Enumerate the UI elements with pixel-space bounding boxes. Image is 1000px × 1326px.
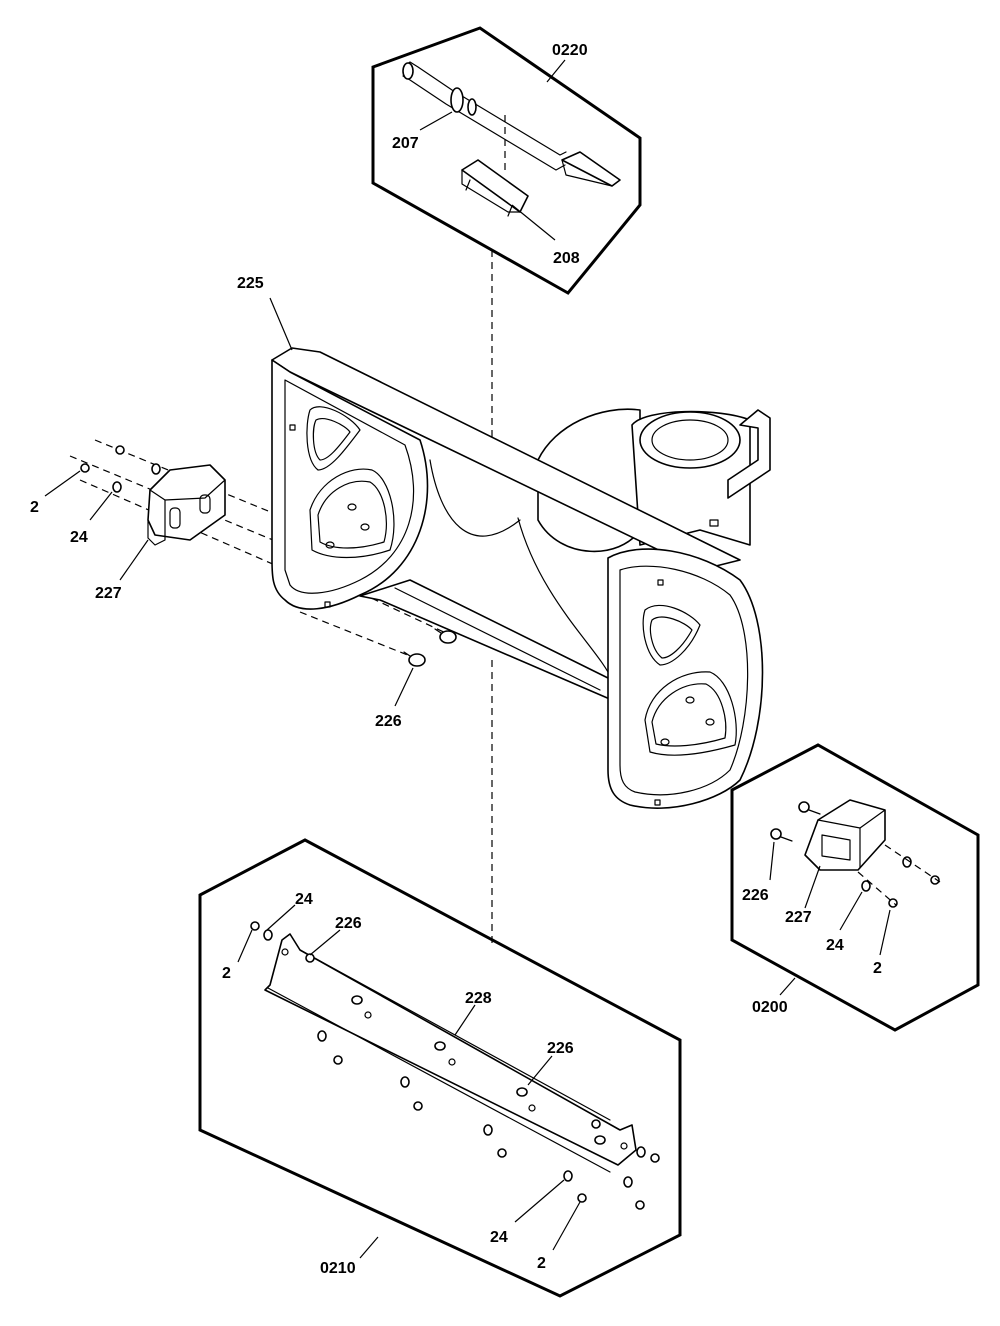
callout-labels: 0220 207 208 225 2 24 227 226 226 227 24… [30, 42, 882, 1277]
callout-207: 207 [392, 135, 419, 152]
callout-2-left: 2 [30, 499, 39, 516]
kit-0210-box [198, 838, 682, 1298]
callout-24-left: 24 [70, 529, 88, 546]
callout-226-kit0210-top: 226 [335, 915, 362, 932]
callout-2-kit0210-top: 2 [222, 965, 231, 982]
callout-kit-0200: 0200 [752, 999, 788, 1016]
callout-2-kit0210-bottom: 2 [537, 1255, 546, 1272]
hardware-left [80, 445, 161, 493]
part-227-skid-shoe-kit0200 [804, 799, 886, 871]
callout-2-kit0200: 2 [873, 960, 882, 977]
callout-208: 208 [553, 250, 580, 267]
part-225-auger-housing [271, 347, 771, 809]
hardware-kit0200 [770, 801, 941, 908]
callout-kit-0220: 0220 [552, 42, 588, 59]
callout-24-kit0200: 24 [826, 937, 844, 954]
callout-226-kit0200: 226 [742, 887, 769, 904]
kit-0200-box [730, 743, 980, 1032]
part-207-shaft [402, 61, 621, 187]
callout-226-kit0210-right: 226 [547, 1040, 574, 1057]
callout-kit-0210: 0210 [320, 1260, 356, 1277]
hardware-kit0210 [250, 921, 660, 1210]
kit-0220-box [371, 26, 642, 295]
part-226-carriage-bolts-mid [403, 628, 457, 667]
callout-227-left: 227 [95, 585, 122, 602]
callout-228: 228 [465, 990, 492, 1007]
leader-lines [44, 59, 891, 1259]
part-228-shave-plate [264, 933, 637, 1173]
callout-227-kit0200: 227 [785, 909, 812, 926]
part-208-bracket [461, 159, 529, 217]
callout-226-mid: 226 [375, 713, 402, 730]
callout-225: 225 [237, 275, 264, 292]
callout-24-kit0210-top: 24 [295, 891, 313, 908]
part-227-skid-shoe-left [147, 464, 226, 546]
callout-24-kit0210-bottom: 24 [490, 1229, 508, 1246]
